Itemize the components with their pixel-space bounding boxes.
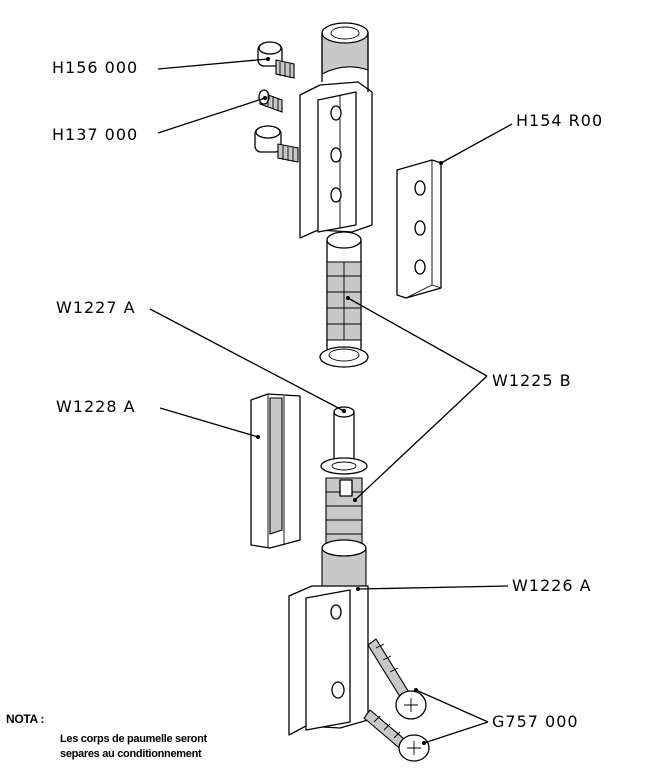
upper-hinge-body: [299, 22, 373, 239]
screw-h156-top: [257, 41, 295, 79]
label-w1228: W1228 A: [56, 397, 136, 416]
label-w1227: W1227 A: [56, 298, 136, 317]
label-w1226: W1226 A: [512, 576, 592, 595]
insert-w1228: [250, 393, 301, 549]
wood-screw-g757-lower: [363, 709, 430, 762]
note-title: NOTA :: [6, 712, 45, 726]
label-w1225: W1225 B: [492, 371, 572, 390]
bushing-w1225-upper: [319, 231, 369, 368]
screw-h156-lower: [254, 125, 299, 163]
label-h137: H137 000: [52, 125, 138, 144]
label-h156: H156 000: [52, 58, 138, 77]
note-line-2: separes au conditionnement: [60, 748, 202, 760]
grub-screw-h137: [258, 89, 283, 113]
label-g757: G757 000: [492, 712, 579, 731]
plate-h154: [396, 159, 442, 299]
label-h154: H154 R00: [516, 111, 603, 130]
lower-hinge-body: [288, 539, 369, 736]
wood-screw-g757-upper: [367, 638, 427, 720]
note-line-1: Les corps de paumelle seront: [60, 733, 207, 745]
bushing-w1225-lower: [325, 477, 363, 549]
pin-w1227: [320, 406, 368, 475]
leader-lines: [149, 57, 513, 745]
